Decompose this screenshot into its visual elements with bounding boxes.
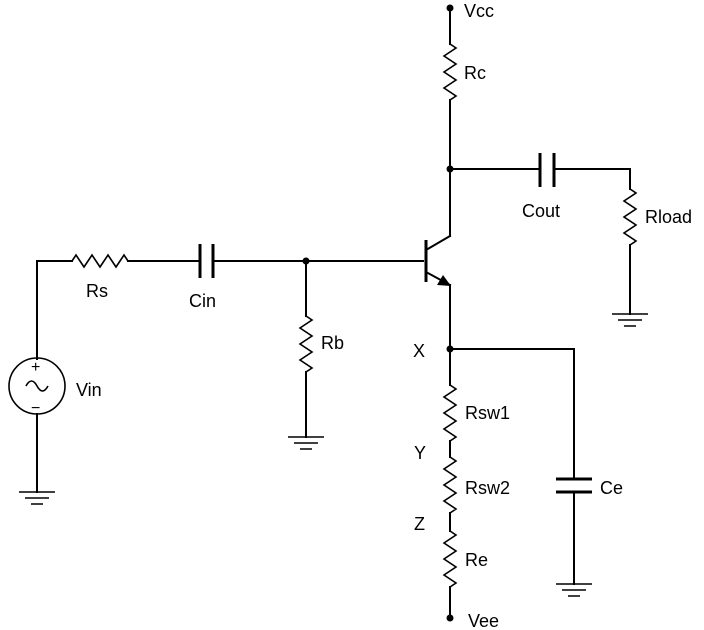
resistor-rs	[71, 253, 129, 269]
node-y-label: Y	[414, 443, 426, 463]
transistor-emitter-arrow-icon	[437, 275, 451, 286]
resistor-rsw2	[442, 456, 458, 514]
capacitor-cout	[538, 153, 556, 187]
vee-label: Vee	[468, 611, 499, 630]
resistor-rload	[622, 188, 638, 246]
ground-rload-icon	[612, 313, 648, 327]
resistor-rc	[442, 43, 458, 101]
vee-terminal-dot	[446, 614, 454, 622]
resistor-re	[442, 530, 458, 588]
vin-sine-icon	[25, 380, 49, 392]
vin-label: Vin	[76, 380, 102, 400]
wire-cout-rload	[553, 168, 631, 190]
capacitor-cin	[198, 244, 215, 278]
rb-label: Rb	[321, 333, 344, 353]
vcc-label: Vcc	[464, 1, 494, 21]
transistor-collector-leg	[424, 234, 452, 252]
vin-minus-label: −	[31, 400, 40, 417]
rs-label: Rs	[86, 281, 108, 301]
rsw1-label: Rsw1	[465, 403, 510, 423]
resistor-rb	[298, 315, 314, 373]
resistor-rsw1	[442, 384, 458, 442]
re-label: Re	[465, 550, 488, 570]
rsw2-label: Rsw2	[465, 478, 510, 498]
cin-label: Cin	[189, 291, 216, 311]
rc-label: Rc	[464, 63, 486, 83]
ground-ce-icon	[556, 583, 592, 597]
node-x-label: X	[413, 341, 425, 361]
ce-label: Ce	[600, 478, 623, 498]
node-z-label: Z	[414, 514, 425, 534]
ground-rb-icon	[288, 436, 324, 450]
vin-plus-label: +	[31, 359, 40, 376]
cout-label: Cout	[522, 201, 560, 221]
ground-vin-icon	[19, 491, 55, 505]
wire-vin-top	[36, 260, 73, 360]
wire-x-ce	[449, 348, 575, 479]
rload-label: Rload	[645, 207, 692, 227]
capacitor-ce	[556, 477, 592, 494]
